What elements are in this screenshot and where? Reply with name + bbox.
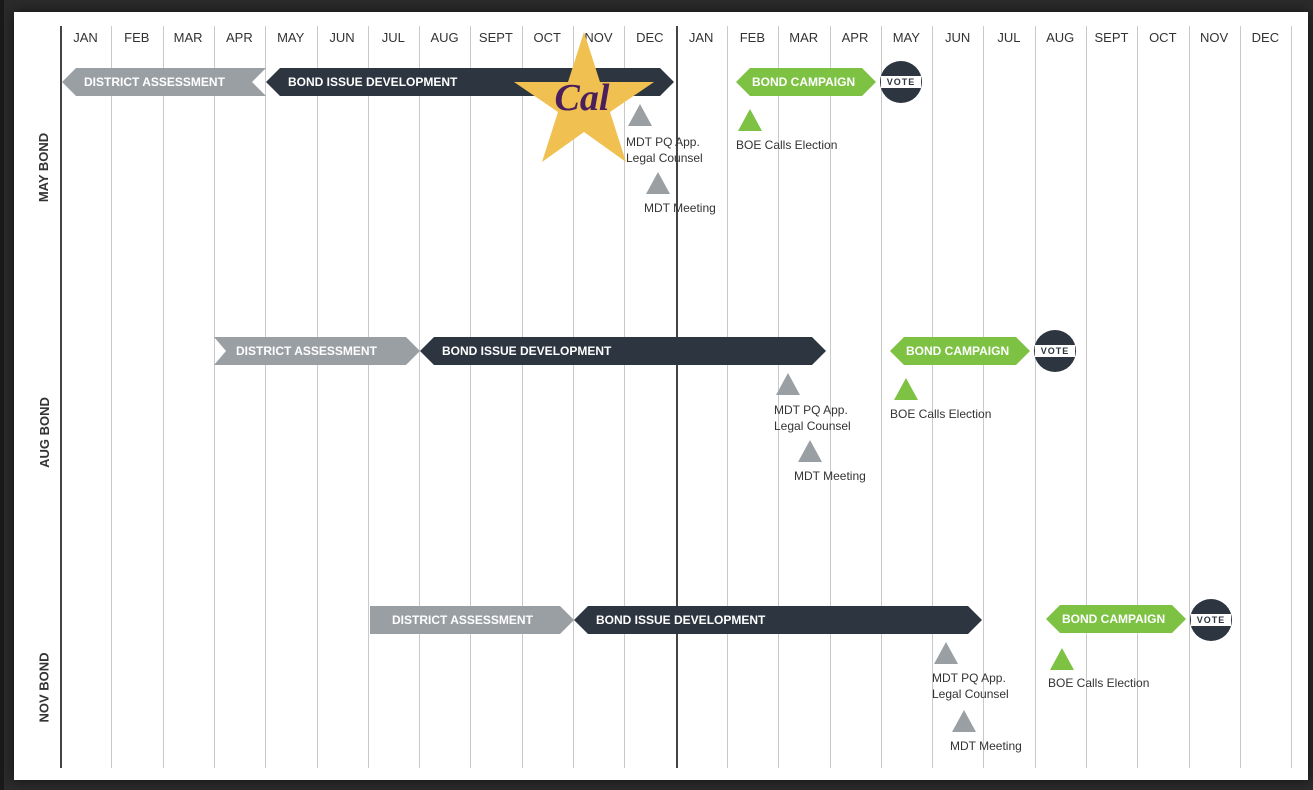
year-divider-line — [675, 26, 678, 768]
month-label: JUL — [997, 30, 1021, 45]
cal-star-logo: Cal — [514, 32, 654, 162]
boe-milestone-icon — [738, 109, 762, 131]
mdt-meeting-label: MDT Meeting — [644, 201, 716, 215]
district-assessment-bar: DISTRICT ASSESSMENT — [62, 68, 266, 96]
month-gridline — [470, 26, 472, 768]
logo-text: Cal — [555, 77, 610, 119]
mdt-pq-label: MDT PQ App.Legal Counsel — [626, 135, 703, 165]
bond-campaign-bar: BOND CAMPAIGN — [890, 337, 1030, 365]
month-label: JUL — [381, 30, 405, 45]
month-gridline — [367, 26, 369, 768]
vote-badge: VOTE — [1190, 599, 1232, 641]
boe-label: BOE Calls Election — [736, 138, 838, 152]
mdt-meeting-milestone-icon — [646, 172, 670, 194]
month-gridline — [983, 26, 985, 768]
month-label: MAR — [173, 30, 203, 45]
boe-label: BOE Calls Election — [890, 407, 992, 421]
month-gridline — [829, 26, 831, 768]
month-label: OCT — [533, 30, 561, 45]
bond-campaign-bar: BOND CAMPAIGN — [736, 68, 876, 96]
month-label: APR — [226, 30, 253, 45]
month-label: JUN — [329, 30, 355, 45]
month-label: NOV — [584, 30, 613, 45]
month-gridline — [213, 26, 215, 768]
month-gridline — [726, 26, 728, 768]
boe-milestone-icon — [894, 378, 918, 400]
month-label: APR — [841, 30, 869, 45]
bond-campaign-bar: BOND CAMPAIGN — [1046, 605, 1186, 633]
month-label: JAN — [73, 30, 98, 45]
month-label: AUG — [430, 30, 459, 45]
month-gridline — [1291, 26, 1293, 768]
month-gridline — [1188, 26, 1190, 768]
month-gridline — [1086, 26, 1087, 768]
month-gridline — [573, 26, 574, 768]
month-header: JAN FEB MAR APR MAY JUN JUL AUG SEPT OCT NOV DEC JAN… — [14, 12, 1308, 62]
bond-issue-development-bar: BOND ISSUE DEVELOPMENT — [574, 606, 982, 634]
district-assessment-bar: DISTRICT ASSESSMENT — [370, 606, 574, 634]
mdt-pq-milestone-icon — [628, 104, 652, 126]
month-label: SEPT — [478, 30, 513, 45]
month-gridline — [162, 26, 164, 768]
frame-edge — [0, 0, 4, 790]
year-divider-line — [60, 26, 62, 768]
mdt-meeting-label: MDT Meeting — [950, 739, 1022, 753]
vote-badge: VOTE — [880, 61, 922, 103]
month-label: MAR — [789, 30, 819, 45]
district-assessment-bar: DISTRICT ASSESSMENT — [214, 337, 420, 365]
month-label: FEB — [124, 30, 150, 45]
month-gridline — [1239, 26, 1241, 768]
vote-badge: VOTE — [1034, 330, 1076, 372]
month-gridline — [880, 26, 882, 768]
logo-star-shape — [514, 32, 654, 162]
mdt-meeting-milestone-icon — [798, 440, 822, 462]
boe-milestone-icon — [1050, 648, 1074, 670]
month-label: FEB — [739, 30, 766, 45]
month-label: NOV — [1200, 30, 1229, 45]
mdt-pq-label: MDT PQ App.Legal Counsel — [932, 671, 1009, 701]
month-label: JUN — [944, 30, 971, 45]
month-label: MAY — [277, 30, 305, 45]
boe-label: BOE Calls Election — [1048, 676, 1150, 690]
month-gridline — [1137, 26, 1139, 768]
month-gridline — [419, 26, 421, 768]
month-gridline — [1034, 26, 1036, 768]
month-gridline — [778, 26, 780, 768]
mdt-pq-label: MDT PQ App.Legal Counsel — [774, 403, 851, 433]
row-label-nov-bond: NOV BOND — [36, 651, 52, 723]
month-label: DEC — [636, 30, 664, 45]
month-label: JAN — [688, 30, 714, 45]
month-gridline — [265, 26, 267, 768]
mdt-meeting-milestone-icon — [952, 710, 976, 732]
bond-timeline-chart: JAN FEB MAR APR MAY JUN JUL AUG SEPT OCT NOV DEC JAN… — [14, 12, 1308, 780]
month-label: SEPT — [1094, 30, 1129, 45]
month-label: AUG — [1046, 30, 1075, 45]
month-gridline — [521, 26, 523, 768]
month-gridline — [316, 26, 318, 768]
mdt-pq-milestone-icon — [776, 373, 800, 395]
bond-issue-development-bar: BOND ISSUE DEVELOPMENT — [420, 337, 826, 365]
month-label: OCT — [1149, 30, 1177, 45]
month-gridline — [624, 26, 626, 768]
month-gridline — [111, 26, 113, 768]
mdt-meeting-label: MDT Meeting — [794, 469, 866, 483]
month-label: MAY — [892, 30, 920, 45]
row-label-may-bond: MAY BOND — [36, 132, 52, 202]
mdt-pq-milestone-icon — [934, 642, 958, 664]
month-label: DEC — [1251, 30, 1280, 45]
month-gridline — [932, 26, 934, 768]
row-label-aug-bond: AUG BOND — [36, 396, 52, 468]
